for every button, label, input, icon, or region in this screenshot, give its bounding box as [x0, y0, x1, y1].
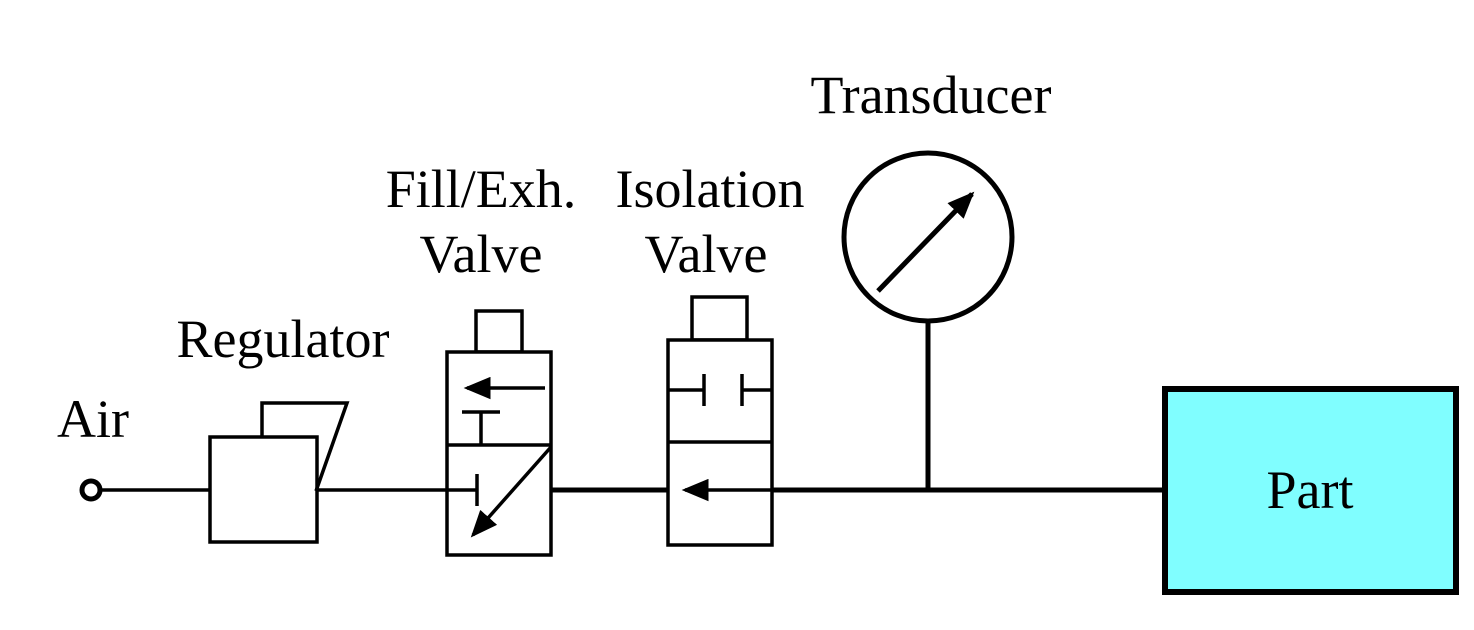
isolation-valve-symbol	[666, 295, 774, 547]
transducer-symbol	[841, 150, 1015, 492]
regulator-symbol	[208, 401, 350, 544]
regulator-adjuster-icon	[260, 401, 350, 492]
fill-valve-label-line2: Valve	[420, 224, 543, 284]
transducer-label: Transducer	[811, 65, 1052, 125]
fill-exhaust-valve-symbol	[445, 309, 553, 557]
part-label: Part	[1267, 460, 1354, 520]
fill-valve-label-line1: Fill/Exh.	[386, 159, 577, 219]
air-inlet-port-icon	[79, 478, 103, 502]
isolation-valve-actuator	[690, 295, 749, 342]
air-label: Air	[57, 389, 129, 449]
fill-valve-body	[445, 350, 553, 557]
fill-valve-actuator	[474, 309, 524, 354]
part-box	[1162, 386, 1459, 595]
fill-valve-exhaust-arrow-icon	[470, 445, 553, 538]
diagram-lines-group	[79, 150, 1459, 595]
isolation-valve-label-line2: Valve	[645, 224, 768, 284]
transducer-needle-icon	[876, 191, 975, 293]
regulator-label: Regulator	[177, 309, 390, 369]
isolation-valve-label-line1: Isolation	[616, 159, 805, 219]
regulator-body	[208, 435, 319, 544]
